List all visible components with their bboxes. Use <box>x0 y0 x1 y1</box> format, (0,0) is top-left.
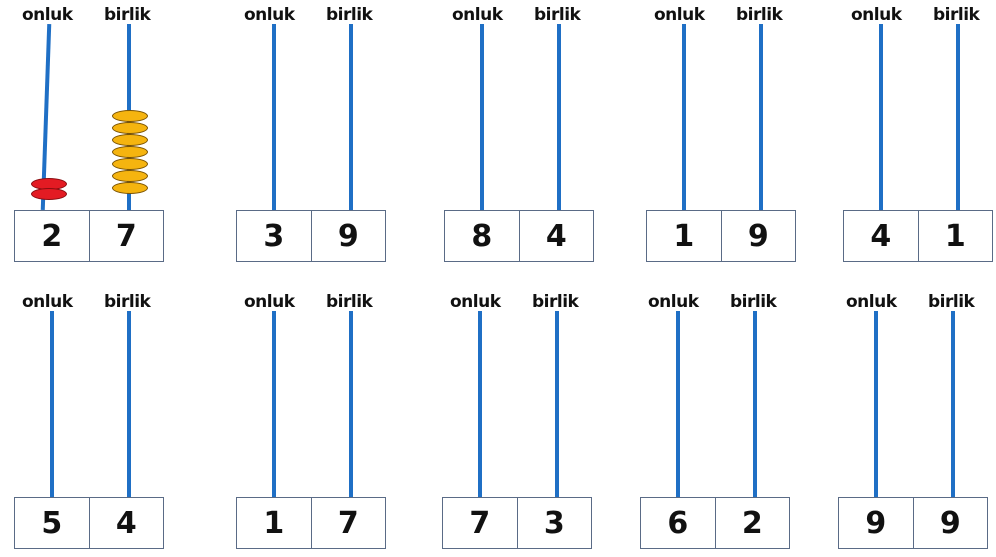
ones-label: birlik <box>104 292 151 312</box>
ones-label: birlik <box>532 292 579 312</box>
abacus-10: onluk birlik 9 9 <box>838 287 988 557</box>
abacus-2: onluk birlik 3 9 <box>236 0 386 270</box>
ones-bead <box>112 158 148 170</box>
tens-digit: 8 <box>471 218 493 254</box>
tens-rod <box>874 311 878 497</box>
ones-label: birlik <box>104 5 151 25</box>
ones-digit: 3 <box>516 498 592 548</box>
tens-digit: 6 <box>667 505 689 541</box>
place-value-box: 1 7 <box>236 497 386 549</box>
tens-rod <box>272 311 276 497</box>
ones-digit: 2 <box>714 498 790 548</box>
tens-label: onluk <box>244 292 295 312</box>
abacus-1: onluk birlik 2 7 <box>14 0 164 270</box>
place-value-box: 8 4 <box>444 210 594 262</box>
ones-rod <box>127 311 131 497</box>
ones-bead <box>112 110 148 122</box>
ones-digit: 9 <box>912 498 988 548</box>
tens-rod <box>480 24 484 210</box>
ones-bead <box>112 146 148 158</box>
tens-label: onluk <box>851 5 902 25</box>
abacus-4: onluk birlik 1 9 <box>646 0 796 270</box>
tens-rod <box>272 24 276 210</box>
abacus-7: onluk birlik 1 7 <box>236 287 386 557</box>
tens-label: onluk <box>648 292 699 312</box>
ones-label: birlik <box>534 5 581 25</box>
tens-digit: 3 <box>263 218 285 254</box>
tens-rod <box>50 311 54 497</box>
tens-label: onluk <box>22 5 73 25</box>
abacus-6: onluk birlik 5 4 <box>14 287 164 557</box>
ones-label: birlik <box>730 292 777 312</box>
tens-label: onluk <box>654 5 705 25</box>
ones-digit: 4 <box>518 211 594 261</box>
tens-label: onluk <box>22 292 73 312</box>
tens-digit: 7 <box>469 505 491 541</box>
ones-rod <box>759 24 763 210</box>
ones-bead <box>112 122 148 134</box>
abacus-5: onluk birlik 4 1 <box>843 0 993 270</box>
ones-label: birlik <box>736 5 783 25</box>
ones-digit: 4 <box>88 498 164 548</box>
ones-digit: 7 <box>310 498 386 548</box>
ones-bead <box>112 170 148 182</box>
ones-label: birlik <box>326 5 373 25</box>
place-value-box: 9 9 <box>838 497 988 549</box>
place-value-box: 1 9 <box>646 210 796 262</box>
ones-rod <box>753 311 757 497</box>
ones-bead <box>112 182 148 194</box>
place-value-box: 5 4 <box>14 497 164 549</box>
ones-rod <box>349 24 353 210</box>
abacus-9: onluk birlik 6 2 <box>640 287 790 557</box>
tens-digit: 2 <box>41 218 63 254</box>
ones-digit: 9 <box>720 211 796 261</box>
ones-label: birlik <box>933 5 980 25</box>
ones-rod <box>555 311 559 497</box>
place-value-box: 3 9 <box>236 210 386 262</box>
ones-digit: 1 <box>917 211 993 261</box>
tens-bead <box>31 188 67 200</box>
ones-rod <box>349 311 353 497</box>
ones-bead <box>112 134 148 146</box>
place-value-box: 4 1 <box>843 210 993 262</box>
ones-digit: 9 <box>310 211 386 261</box>
tens-rod <box>682 24 686 210</box>
tens-digit: 9 <box>865 505 887 541</box>
ones-rod <box>956 24 960 210</box>
tens-digit: 4 <box>870 218 892 254</box>
tens-digit: 5 <box>41 505 63 541</box>
ones-label: birlik <box>928 292 975 312</box>
tens-rod <box>879 24 883 210</box>
tens-label: onluk <box>450 292 501 312</box>
ones-rod <box>951 311 955 497</box>
place-value-box: 6 2 <box>640 497 790 549</box>
place-value-box: 2 7 <box>14 210 164 262</box>
tens-label: onluk <box>452 5 503 25</box>
tens-digit: 1 <box>673 218 695 254</box>
place-value-box: 7 3 <box>442 497 592 549</box>
abacus-8: onluk birlik 7 3 <box>442 287 592 557</box>
ones-digit: 7 <box>88 211 164 261</box>
tens-label: onluk <box>244 5 295 25</box>
tens-digit: 1 <box>263 505 285 541</box>
tens-rod <box>478 311 482 497</box>
abacus-3: onluk birlik 8 4 <box>444 0 594 270</box>
tens-rod <box>676 311 680 497</box>
ones-label: birlik <box>326 292 373 312</box>
tens-label: onluk <box>846 292 897 312</box>
ones-rod <box>557 24 561 210</box>
